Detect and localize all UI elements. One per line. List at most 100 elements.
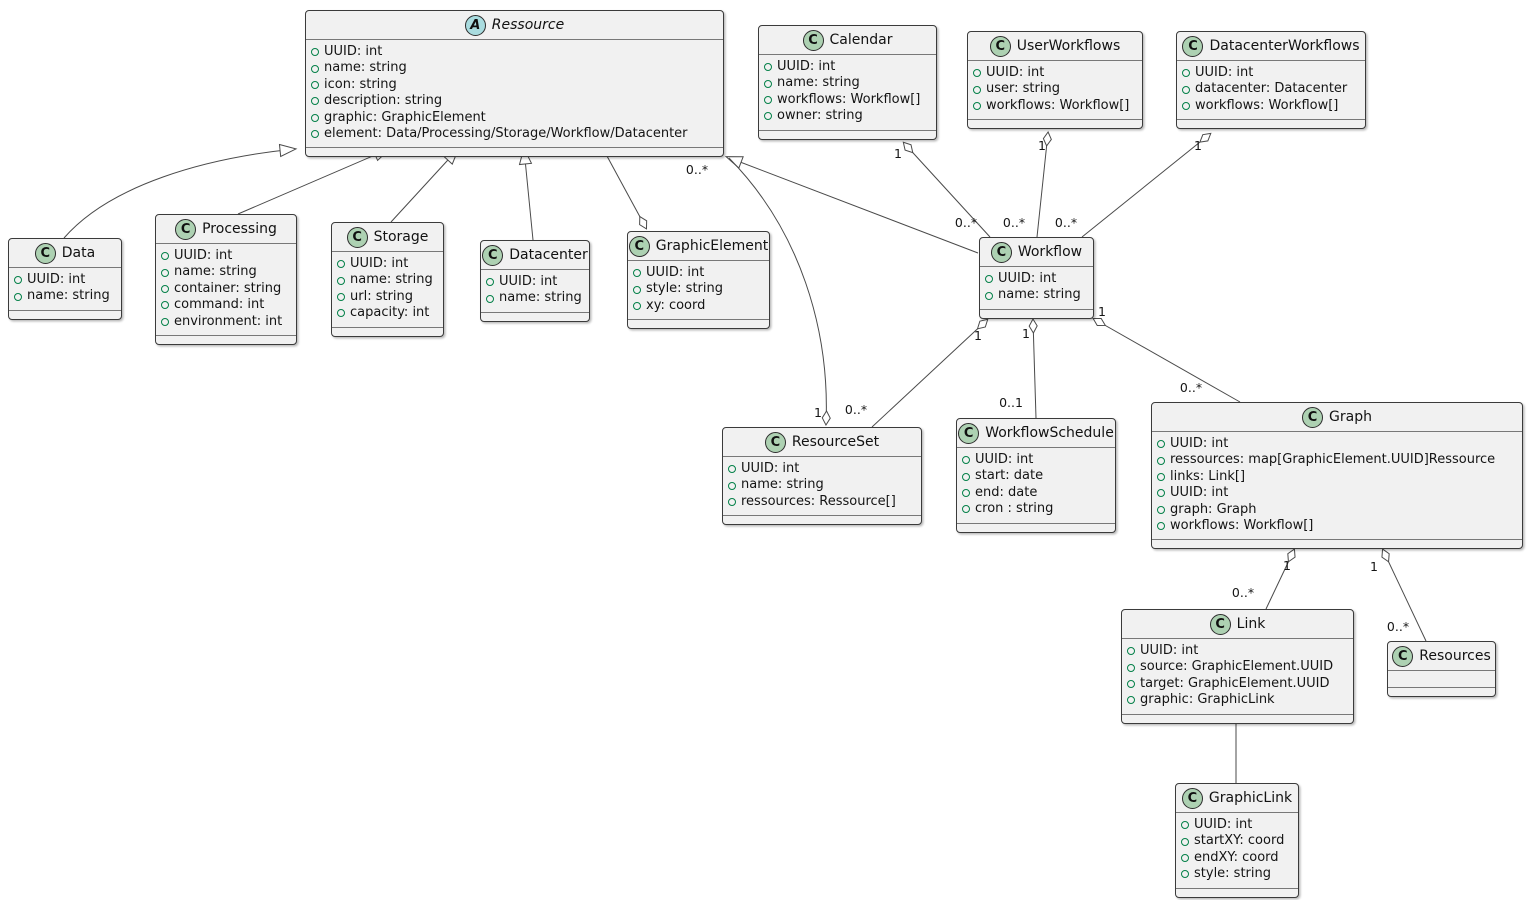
attribute-label: start: date bbox=[975, 468, 1044, 484]
attribute-label: owner: string bbox=[777, 108, 863, 124]
edge-data-inherits-ressource bbox=[63, 143, 298, 239]
attributes-compartment bbox=[1388, 671, 1495, 688]
attribute-row: name: string bbox=[311, 60, 717, 76]
methods-compartment bbox=[156, 336, 296, 344]
field-visibility-icon bbox=[1181, 870, 1189, 879]
attribute-row: start: date bbox=[962, 468, 1109, 484]
attribute-label: name: string bbox=[741, 477, 824, 493]
multiplicity-label: 1 bbox=[1194, 138, 1202, 153]
field-visibility-icon bbox=[311, 81, 319, 90]
class-stereotype-icon: C bbox=[346, 226, 368, 248]
field-visibility-icon bbox=[1181, 854, 1189, 863]
multiplicity-label: 0..* bbox=[1003, 215, 1025, 230]
attribute-label: name: string bbox=[27, 288, 110, 304]
attribute-row: UUID: int bbox=[1157, 485, 1516, 501]
attribute-row: name: string bbox=[337, 272, 437, 288]
attribute-row: datacenter: Datacenter bbox=[1182, 81, 1359, 97]
methods-compartment bbox=[1152, 540, 1522, 548]
attribute-row: graph: Graph bbox=[1157, 502, 1516, 518]
methods-compartment bbox=[1176, 889, 1298, 897]
attribute-label: startXY: coord bbox=[1194, 833, 1285, 849]
field-visibility-icon bbox=[1127, 696, 1135, 705]
multiplicity-label: 1 bbox=[1283, 558, 1291, 573]
field-visibility-icon bbox=[311, 97, 319, 106]
multiplicity-label: 0..1 bbox=[999, 395, 1023, 410]
class-stereotype-icon: C bbox=[989, 35, 1011, 57]
methods-compartment bbox=[1177, 120, 1365, 128]
field-visibility-icon bbox=[311, 113, 319, 122]
methods-compartment bbox=[957, 524, 1115, 532]
edge-userworkflows-workflow-aggregation bbox=[1036, 131, 1052, 238]
methods-compartment bbox=[332, 328, 443, 336]
class-name: Storage bbox=[373, 229, 429, 245]
attribute-row: UUID: int bbox=[337, 256, 437, 272]
class-name: WorkflowSchedule bbox=[985, 425, 1114, 441]
attribute-row: name: string bbox=[161, 264, 290, 280]
attribute-row: UUID: int bbox=[1127, 643, 1347, 659]
attribute-row: cron : string bbox=[962, 501, 1109, 517]
attribute-label: endXY: coord bbox=[1194, 849, 1279, 865]
class-stereotype-icon: C bbox=[1181, 787, 1203, 809]
methods-compartment bbox=[723, 516, 921, 524]
attribute-label: url: string bbox=[350, 288, 414, 304]
attribute-row: UUID: int bbox=[1157, 436, 1516, 452]
methods-compartment bbox=[9, 311, 121, 319]
attribute-row: UUID: int bbox=[728, 461, 915, 477]
class-name: Graph bbox=[1329, 409, 1372, 425]
class-stereotype-icon: C bbox=[1182, 35, 1204, 57]
multiplicity-label: 0..* bbox=[686, 162, 708, 177]
attribute-row: workflows: Workflow[] bbox=[1182, 98, 1359, 114]
attribute-row: graphic: GraphicElement bbox=[311, 110, 717, 126]
field-visibility-icon bbox=[728, 481, 736, 490]
attribute-label: UUID: int bbox=[1194, 817, 1253, 832]
field-visibility-icon bbox=[962, 489, 970, 498]
attribute-label: UUID: int bbox=[1170, 436, 1229, 451]
attribute-row: style: string bbox=[633, 281, 763, 297]
attribute-label: UUID: int bbox=[646, 265, 705, 280]
field-visibility-icon bbox=[1157, 456, 1165, 465]
class-name: Link bbox=[1236, 616, 1266, 632]
attribute-label: description: string bbox=[324, 93, 443, 109]
field-visibility-icon bbox=[486, 278, 494, 287]
attribute-label: user: string bbox=[986, 81, 1060, 97]
multiplicity-label: 1 bbox=[1370, 559, 1378, 574]
edge-workflow-inherits-ressource bbox=[724, 156, 979, 254]
attribute-row: environment: int bbox=[161, 314, 290, 330]
attribute-row: ressources: map[GraphicElement.UUID]Ress… bbox=[1157, 452, 1516, 468]
attribute-row: target: GraphicElement.UUID bbox=[1127, 676, 1347, 692]
class-name: UserWorkflows bbox=[1016, 38, 1121, 54]
field-visibility-icon bbox=[633, 269, 641, 278]
attribute-label: UUID: int bbox=[1140, 643, 1199, 658]
multiplicity-label: 0..* bbox=[1055, 215, 1077, 230]
attribute-row: url: string bbox=[337, 289, 437, 305]
multiplicity-label: 0..* bbox=[1387, 619, 1409, 634]
attribute-row: startXY: coord bbox=[1181, 833, 1292, 849]
attribute-label: name: string bbox=[174, 264, 257, 280]
attribute-row: UUID: int bbox=[985, 271, 1087, 287]
attribute-label: container: string bbox=[174, 280, 282, 296]
attribute-row: ressources: Ressource[] bbox=[728, 494, 915, 510]
field-visibility-icon bbox=[985, 275, 993, 284]
attribute-row: name: string bbox=[14, 288, 115, 304]
field-visibility-icon bbox=[486, 294, 494, 303]
field-visibility-icon bbox=[161, 285, 169, 294]
class-name: GraphicElement bbox=[655, 238, 769, 254]
multiplicity-label: 1 bbox=[974, 328, 982, 343]
attribute-label: workflows: Workflow[] bbox=[1170, 518, 1314, 534]
field-visibility-icon bbox=[311, 130, 319, 139]
field-visibility-icon bbox=[764, 63, 772, 72]
class-name: Datacenter bbox=[509, 247, 588, 263]
field-visibility-icon bbox=[1157, 505, 1165, 514]
